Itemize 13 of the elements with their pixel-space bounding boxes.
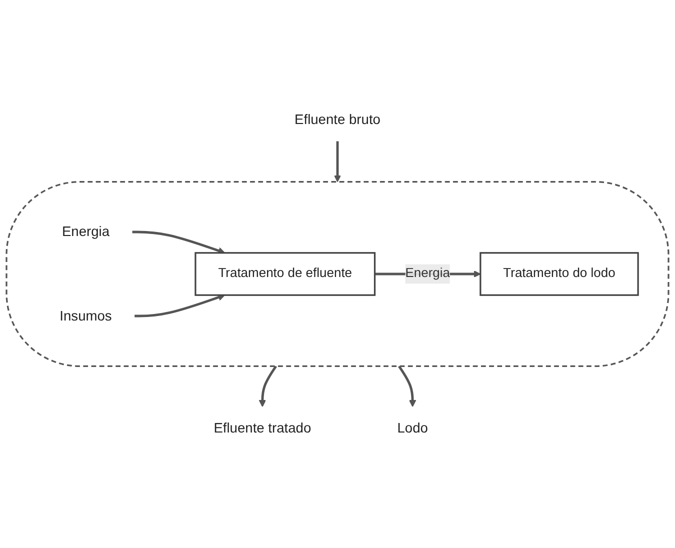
- arrow: [334, 141, 342, 182]
- edge-label: Energia: [405, 266, 450, 280]
- node-text: Lodo: [397, 420, 428, 436]
- arrow: [258, 365, 277, 408]
- node-box: Tratamento do lodo: [480, 252, 639, 296]
- arrow: [134, 294, 226, 318]
- arrow: [132, 230, 226, 254]
- node-box: Tratamento de efluente: [194, 252, 376, 296]
- node-text: Insumos: [60, 308, 112, 324]
- node-text: Energia: [62, 224, 110, 240]
- node-text: Efluente bruto: [294, 112, 380, 128]
- node-text: Efluente tratado: [214, 420, 312, 436]
- arrow: [398, 365, 416, 408]
